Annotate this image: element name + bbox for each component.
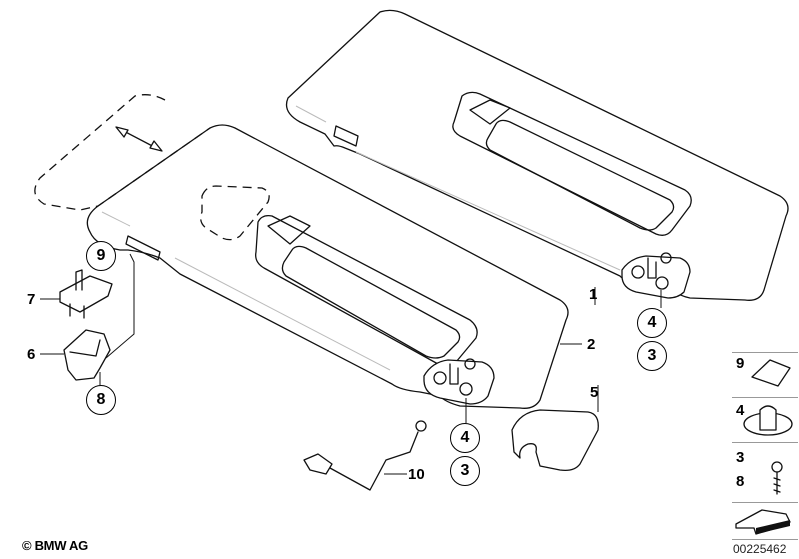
callout-3-circled-right: 3 [637,341,667,371]
legend-number: 3 [736,449,745,466]
callout-7: 7 [27,291,36,308]
legend-icons [735,359,793,535]
legend-row-arrow [732,502,798,540]
callout-9-circled: 9 [86,241,116,271]
sun-visor-2 [86,124,569,409]
callout-6: 6 [27,346,36,363]
legend-number: 9 [736,355,745,372]
callout-4-circled-left: 4 [450,423,480,453]
callout-10: 10 [408,466,425,483]
callout-8-circled: 8 [86,385,116,415]
copyright: © BMW AG [22,538,88,553]
legend-row-nut: 4 [732,397,798,442]
callout-3-circled-left: 3 [450,456,480,486]
legend-row-screw: 3 8 [732,442,798,502]
legend-row-clip: 9 [732,352,798,397]
part-6-cap [63,329,111,381]
part-5-trim-frame [511,409,599,472]
part-10-cable [303,420,427,491]
sun-visor-1 [285,9,789,301]
callout-1: 1 [589,286,598,303]
visor-alternate-position [34,94,211,211]
callout-2: 2 [587,336,596,353]
image-number: 00225462 [733,542,787,556]
part-7-clip [59,269,113,319]
callout-5: 5 [590,384,599,401]
callout-4-circled-right: 4 [637,308,667,338]
legend-number: 4 [736,402,745,419]
legend-number: 8 [736,473,745,490]
